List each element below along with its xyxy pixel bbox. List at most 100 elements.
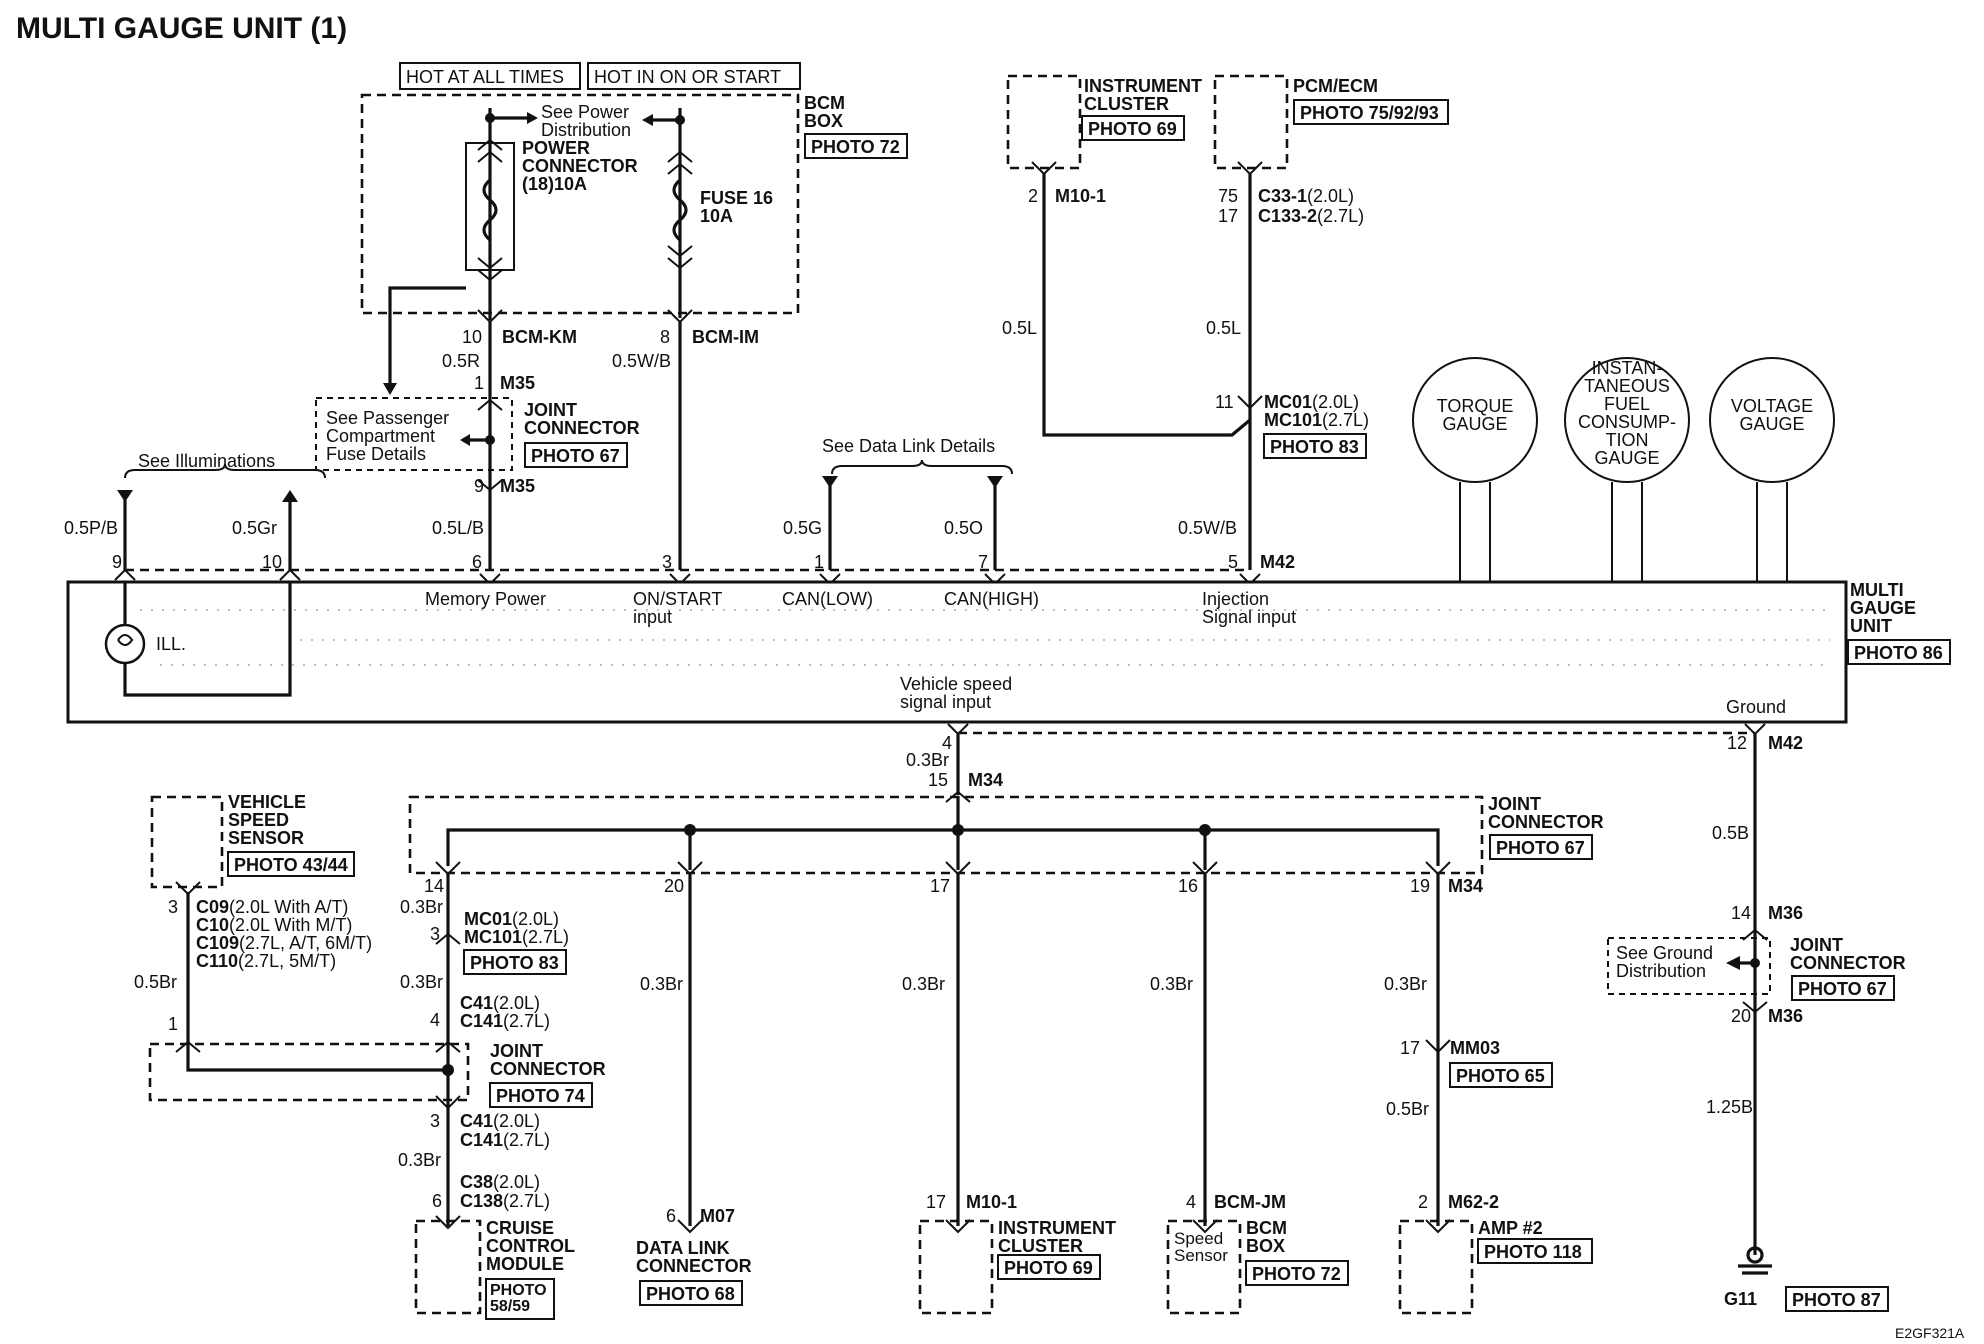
photo-67-text-c: PHOTO 67 bbox=[1798, 979, 1887, 999]
conn-m07: M07 bbox=[700, 1206, 735, 1226]
joint-connector-m34 bbox=[408, 795, 1484, 875]
ground-distribution-box bbox=[1607, 937, 1771, 995]
pcm-ecm-box bbox=[1213, 74, 1289, 170]
see-data-link: See Data Link Details bbox=[822, 436, 995, 456]
pin-1-can-low: 1 bbox=[814, 552, 824, 572]
ground-label: Ground bbox=[1726, 697, 1786, 717]
wire-03br-6: 0.3Br bbox=[1384, 974, 1427, 994]
pin-14-m36: 14 bbox=[1731, 903, 1751, 923]
wire-03br-3: 0.3Br bbox=[640, 974, 683, 994]
svg-text:C141(2.7L): C141(2.7L) bbox=[460, 1130, 550, 1150]
conn-c110: C110 bbox=[196, 951, 238, 971]
pin-3-c41: 3 bbox=[430, 1111, 440, 1131]
conn-c38: C38 bbox=[460, 1172, 493, 1192]
svg-text:MC101(2.7L): MC101(2.7L) bbox=[1264, 410, 1369, 430]
amp-2-box bbox=[1398, 1219, 1474, 1315]
photo-74-text: PHOTO 74 bbox=[496, 1086, 585, 1106]
ill-label: ILL. bbox=[156, 634, 186, 654]
wire-05gr: 0.5Gr bbox=[232, 518, 277, 538]
photo-83-tag-a bbox=[1263, 433, 1367, 459]
photo-65-text: PHOTO 65 bbox=[1456, 1066, 1545, 1086]
pin-1-c41-joint: 1 bbox=[168, 1014, 178, 1034]
conn-mm03: MM03 bbox=[1450, 1038, 1500, 1058]
conn-m35-top: M35 bbox=[500, 373, 535, 393]
pin-20-m34: 20 bbox=[664, 876, 684, 896]
photo-72-text-b: PHOTO 72 bbox=[1252, 1264, 1341, 1284]
pin-4-c41: 4 bbox=[430, 1010, 440, 1030]
wire-05b: 0.5B bbox=[1712, 823, 1749, 843]
svg-text:C133-2(2.7L): C133-2(2.7L) bbox=[1258, 206, 1364, 226]
pin-8-bcm-im: 8 bbox=[660, 327, 670, 347]
conn-c141-b-sub: (2.7L) bbox=[503, 1130, 550, 1150]
conn-m34-bottom: M34 bbox=[1448, 876, 1483, 896]
conn-mc101-b: MC101 bbox=[464, 927, 522, 947]
pin-15-m34: 15 bbox=[928, 770, 948, 790]
conn-mc01-b-sub: (2.0L) bbox=[512, 909, 559, 929]
joint-connector-c41 bbox=[148, 1042, 470, 1102]
hot-in-on-box bbox=[587, 62, 801, 90]
conn-c10: C10 bbox=[196, 915, 229, 935]
photo-43-44-tag bbox=[227, 851, 355, 877]
pin-6-m07: 6 bbox=[666, 1206, 676, 1226]
pin-2-m10-1: 2 bbox=[1028, 186, 1038, 206]
pcm-ecm-label: PCM/ECM bbox=[1293, 76, 1378, 96]
photo-75-tag bbox=[1293, 99, 1449, 125]
conn-bcm-jm: BCM-JM bbox=[1214, 1192, 1286, 1212]
wire-05l-2: 0.5L bbox=[1206, 318, 1241, 338]
conn-mc101-a-sub: (2.7L) bbox=[1322, 410, 1369, 430]
conn-mc01-a-sub: (2.0L) bbox=[1312, 392, 1359, 412]
pin-6-memory: 6 bbox=[472, 552, 482, 572]
conn-c41-a-sub: (2.0L) bbox=[493, 993, 540, 1013]
pin-14-m34: 14 bbox=[424, 876, 444, 896]
pin-7-can-high: 7 bbox=[978, 552, 988, 572]
can-low-label: CAN(LOW) bbox=[782, 589, 873, 609]
wire-03br-1: 0.3Br bbox=[906, 750, 949, 770]
pin-9-ill: 9 bbox=[112, 552, 122, 572]
photo-118-text: PHOTO 118 bbox=[1484, 1242, 1582, 1262]
vehicle-speed-sensor-box bbox=[150, 795, 224, 889]
svg-text:C38(2.0L): C38(2.0L) bbox=[460, 1172, 540, 1192]
photo-83-text-b: PHOTO 83 bbox=[470, 953, 559, 973]
svg-text:C41(2.0L): C41(2.0L) bbox=[460, 993, 540, 1013]
svg-text:C138(2.7L): C138(2.7L) bbox=[460, 1191, 550, 1211]
svg-text:C110(2.7L, 5M/T): C110(2.7L, 5M/T) bbox=[196, 951, 336, 971]
bcm-box-top bbox=[360, 93, 800, 315]
svg-text:C10(2.0L With M/T): C10(2.0L With M/T) bbox=[196, 915, 352, 935]
pin-11-mc01: 11 bbox=[1215, 392, 1234, 412]
fuel-consumption-gauge bbox=[1564, 357, 1690, 483]
photo-69-tag-a bbox=[1081, 115, 1185, 141]
wire-05l-1: 0.5L bbox=[1002, 318, 1037, 338]
photo-69-text-b: PHOTO 69 bbox=[1004, 1258, 1093, 1278]
conn-c38-sub: (2.0L) bbox=[493, 1172, 540, 1192]
photo-67-tag-b bbox=[1489, 834, 1593, 860]
amp-2-label: AMP #2 bbox=[1478, 1218, 1543, 1238]
conn-m36-top: M36 bbox=[1768, 903, 1803, 923]
pin-2-m62-2: 2 bbox=[1418, 1192, 1428, 1212]
conn-c133-2: C133-2 bbox=[1258, 206, 1317, 226]
pin-17-mm03: 17 bbox=[1400, 1038, 1420, 1058]
pin-19-m34: 19 bbox=[1410, 876, 1430, 896]
conn-mc101-a: MC101 bbox=[1264, 410, 1322, 430]
pin-6-c38: 6 bbox=[432, 1191, 442, 1211]
photo-72-text: PHOTO 72 bbox=[811, 137, 900, 157]
photo-118-tag bbox=[1477, 1238, 1593, 1264]
wire-05wb-2: 0.5W/B bbox=[1178, 518, 1237, 538]
photo-68-text: PHOTO 68 bbox=[646, 1284, 735, 1304]
conn-c09-sub: (2.0L With A/T) bbox=[229, 897, 348, 917]
conn-c41-b: C41 bbox=[460, 1111, 493, 1131]
conn-m10-1-bottom: M10-1 bbox=[966, 1192, 1017, 1212]
conn-c138-sub: (2.7L) bbox=[503, 1191, 550, 1211]
conn-c141-a: C141 bbox=[460, 1011, 503, 1031]
